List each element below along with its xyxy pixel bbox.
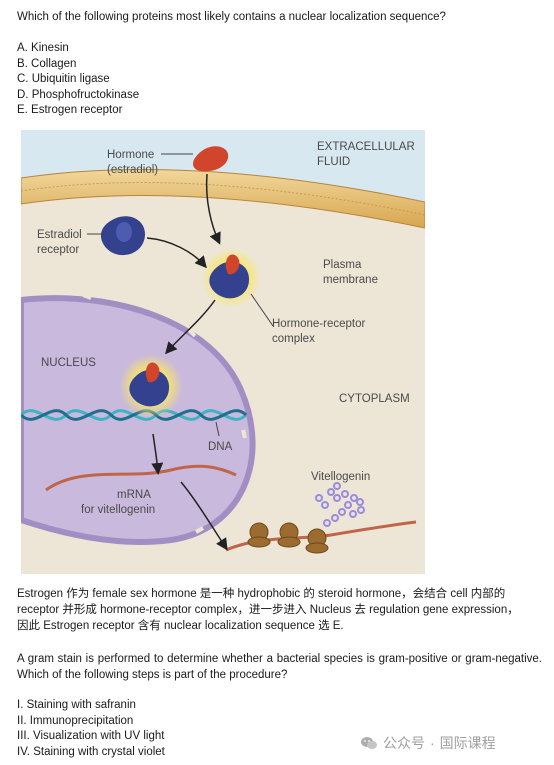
question-1-stem: Which of the following proteins most lik… [17,11,446,23]
label-estradiol-receptor: Estradiol [37,229,82,241]
hormone-estradiol [193,146,229,172]
watermark-separator: · [430,735,435,751]
nuclear-complex [119,354,183,418]
explanation-line-3: 因此 Estrogen receptor 含有 nuclear localiza… [17,620,344,632]
option-iv: IV. Staining with crystal violet [17,745,165,758]
label-cytoplasm: CYTOPLASM [339,393,410,405]
option-i: I. Staining with safranin [17,699,136,711]
label-nucleus: NUCLEUS [41,357,96,369]
estrogen-receptor-diagram: EXTRACELLULAR FLUID Hormone (estradiol) … [21,130,425,574]
label-vitellogenin: Vitellogenin [311,471,370,483]
option-d: D. Phosphofructokinase [17,88,140,101]
question-2-options: I. Staining with safranin II. Immunoprec… [17,698,542,760]
dna-helix [21,409,248,421]
label-receptor: receptor [37,244,79,256]
estradiol-receptor [100,216,145,256]
explanation-line-2: receptor 并形成 hormone-receptor complex，进一… [17,604,519,616]
nucleus [21,295,256,545]
option-c: C. Ubiquitin ligase [17,73,110,85]
hormone-receptor-complex [201,248,261,308]
watermark: 公众号 · 国际课程 [360,733,540,753]
label-hormone-receptor: Hormone-receptor [272,318,365,330]
label-dna: DNA [208,441,233,453]
ribosomes [247,522,329,554]
label-plasma: Plasma [323,259,362,271]
question-1-options: A. Kinesin B. Collagen C. Ubiquitin liga… [17,41,542,119]
label-estradiol: (estradiol) [107,164,158,176]
explanation-line-1: Estrogen 作为 female sex hormone 是一种 hydro… [17,588,506,600]
label-mrna-for-vitellogenin: for vitellogenin [81,504,155,516]
explanation: Estrogen 作为 female sex hormone 是一种 hydro… [17,586,542,634]
option-ii: II. Immunoprecipitation [17,714,134,727]
watermark-account: 公众号 [383,735,425,751]
label-complex: complex [272,333,315,345]
plasma-membrane [21,169,425,229]
label-hormone: Hormone [107,149,154,161]
label-fluid: FLUID [317,156,350,168]
wechat-icon [361,737,377,749]
option-a: A. Kinesin [17,42,69,54]
label-extracellular: EXTRACELLULAR [317,141,415,153]
mrna-strand [45,464,237,492]
question-2-stem: A gram stain is performed to determine w… [17,653,542,681]
label-membrane: membrane [323,274,378,286]
vitellogenin-chain [315,482,365,527]
label-mrna: mRNA [117,489,151,501]
option-b: B. Collagen [17,57,77,70]
option-iii: III. Visualization with UV light [17,730,165,742]
watermark-brand: 国际课程 [439,735,496,751]
option-e: E. Estrogen receptor [17,104,123,116]
